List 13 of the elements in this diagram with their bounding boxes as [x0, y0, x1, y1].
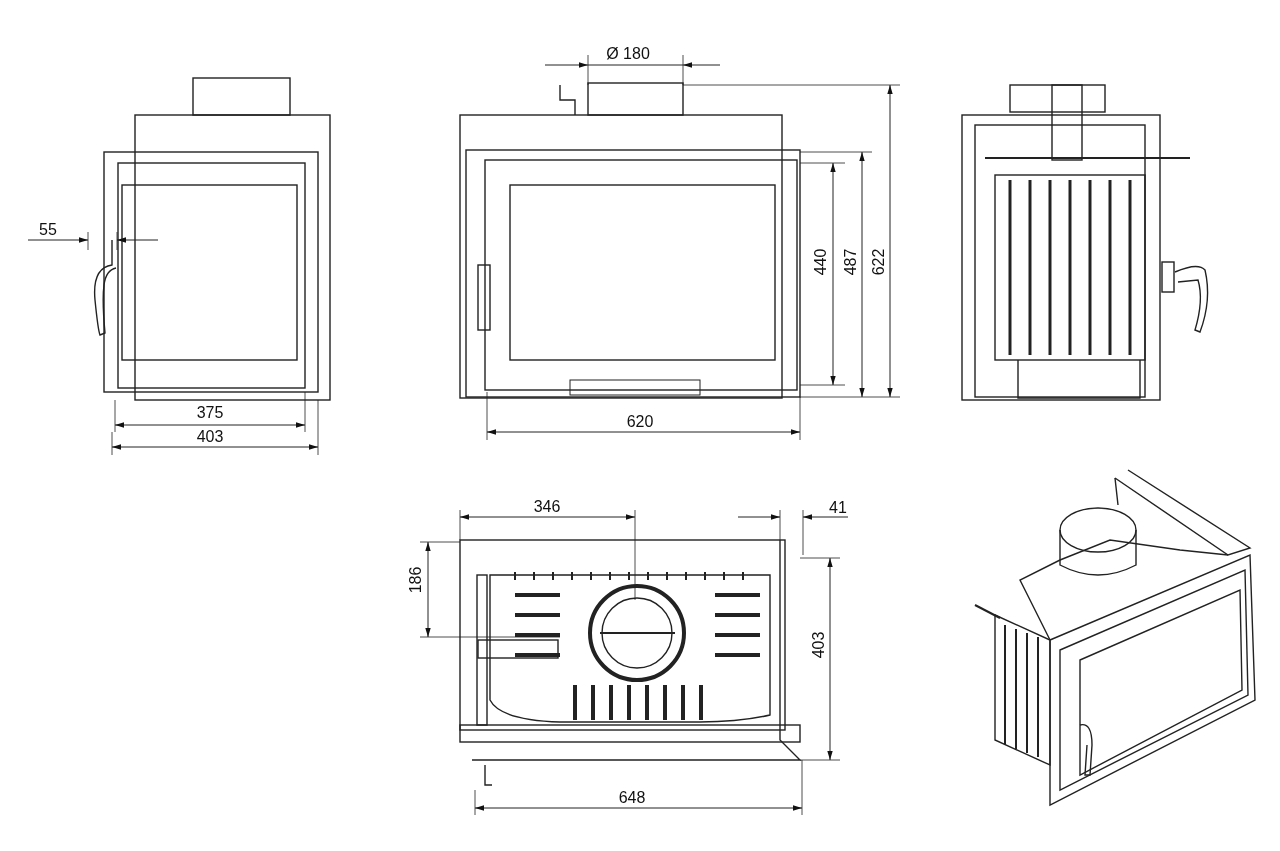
- dimension-label: 41: [829, 499, 847, 517]
- dimension-label: 620: [626, 413, 654, 431]
- dimension-label: 440: [812, 248, 830, 276]
- dimension-label: 487: [842, 248, 860, 276]
- dimension-label: 622: [870, 248, 888, 276]
- dimension-label: 403: [810, 631, 828, 659]
- dimension-label: 648: [618, 789, 646, 807]
- dimension-label: 346: [533, 498, 561, 516]
- dimension-label: 403: [196, 428, 224, 446]
- dimension-label: 55: [39, 221, 57, 239]
- dimension-label: 375: [196, 404, 224, 422]
- dimension-label: Ø 180: [606, 45, 650, 63]
- dimension-label: 186: [407, 566, 425, 594]
